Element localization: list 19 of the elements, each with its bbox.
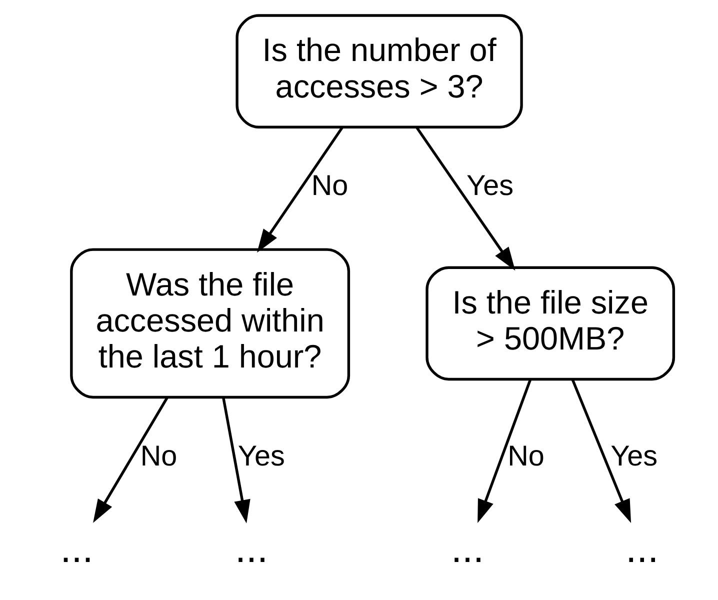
edge-label: No — [140, 440, 177, 472]
arrow — [222, 397, 250, 524]
node-text: ... — [625, 527, 658, 572]
node-text: ... — [450, 527, 484, 572]
node-box: Was the file accessed within the last 1 hour? — [70, 248, 350, 399]
edge-label: Yes — [610, 440, 658, 472]
edge-label: No — [310, 170, 348, 202]
node-box: Is the number of accesses > 3? — [235, 14, 522, 128]
node-text: ... — [234, 527, 268, 572]
edge-label: Yes — [466, 170, 514, 202]
arrow — [570, 379, 631, 523]
arrow — [256, 126, 343, 253]
arrow — [477, 379, 532, 523]
edge-label: Yes — [237, 440, 284, 472]
node-box: Is the file size > 500MB? — [425, 266, 675, 381]
edge-label: No — [507, 440, 544, 472]
arrow — [415, 126, 515, 271]
arrow — [92, 396, 168, 523]
node-text: ... — [60, 527, 93, 572]
